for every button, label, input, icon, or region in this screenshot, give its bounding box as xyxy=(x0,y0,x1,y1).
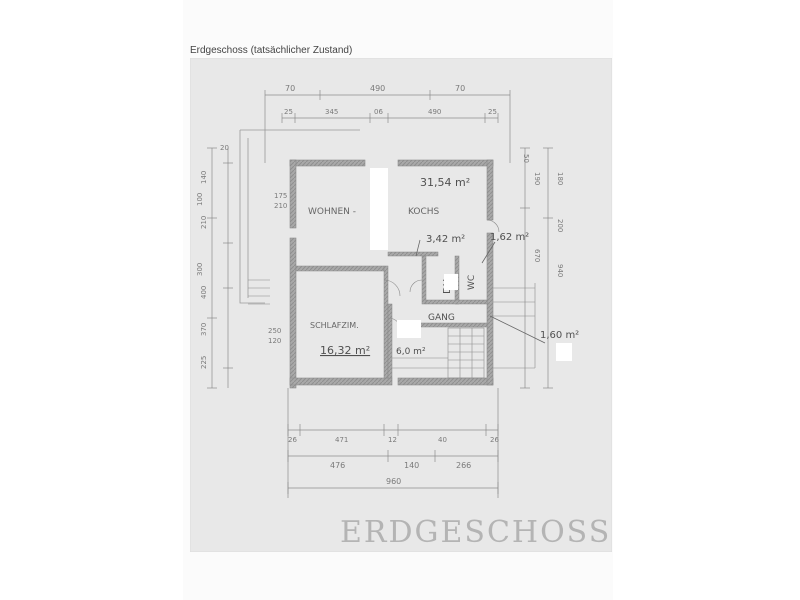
dim-top-6: 06 xyxy=(374,108,383,116)
dim-top-7: 490 xyxy=(428,108,441,116)
dim-room-4: 120 xyxy=(268,337,281,345)
drawing-caption: Erdgeschoss (tatsächlicher Zustand) xyxy=(190,45,353,56)
dim-bottom-8: 266 xyxy=(456,461,471,470)
dim-right-6: 940 xyxy=(556,264,564,277)
room-wc-label: WC xyxy=(467,275,477,290)
dim-room-1: 175 xyxy=(274,192,287,200)
room-wc-area: 1,62 m² xyxy=(490,232,529,243)
dim-top-1: 70 xyxy=(285,84,295,93)
plan-title: ERDGESCHOSS xyxy=(340,515,611,550)
left-dimension-chains xyxy=(207,147,233,389)
top-dimension-chains xyxy=(264,90,511,163)
dim-bottom-total: 960 xyxy=(386,477,401,486)
room-bedroom-area: 16,32 m² xyxy=(320,344,370,357)
dim-left-3: 300 xyxy=(196,263,204,276)
dim-right-1: 50 xyxy=(522,154,530,163)
right-extension xyxy=(493,283,536,369)
dim-top-5: 345 xyxy=(325,108,338,116)
dim-bottom-3: 12 xyxy=(388,436,397,444)
dim-right-5: 200 xyxy=(556,219,564,232)
dim-left-7: 370 xyxy=(200,323,208,336)
terrace-outline xyxy=(239,129,360,304)
dim-left-5: 210 xyxy=(200,216,208,229)
floor-plan-sheet: 70 490 70 25 345 06 490 25 xyxy=(190,58,612,552)
dim-left-2: 100 xyxy=(196,193,204,206)
room-living-area: 31,54 m² xyxy=(420,176,470,189)
room-ext-area: 1,60 m² xyxy=(540,330,579,341)
dim-left-8: 225 xyxy=(200,356,208,369)
dim-bottom-2: 471 xyxy=(335,436,348,444)
floor-plan-drawing: 70 490 70 25 345 06 490 25 xyxy=(190,58,612,552)
right-dimension-chains xyxy=(520,147,553,389)
staircase xyxy=(392,327,485,379)
entrance-steps xyxy=(248,279,270,305)
dim-bottom-4: 40 xyxy=(438,436,447,444)
dim-top-8: 25 xyxy=(488,108,497,116)
room-living-label-a: WOHNEN - xyxy=(308,207,356,217)
dim-bottom-6: 476 xyxy=(330,461,345,470)
dim-bottom-1: 26 xyxy=(288,436,297,444)
room-hall-area: 6,0 m² xyxy=(396,347,426,357)
annotation-arrows xyxy=(415,239,546,344)
dim-left-6: 400 xyxy=(200,286,208,299)
bottom-dimension-chains xyxy=(287,388,499,498)
dim-room-2: 210 xyxy=(274,202,287,210)
dim-bottom-5: 26 xyxy=(490,436,499,444)
dim-top-4: 25 xyxy=(284,108,293,116)
dim-left-4: 140 xyxy=(200,171,208,184)
dim-top-2: 490 xyxy=(370,84,385,93)
room-bedroom-label: SCHLAFZIM. xyxy=(310,321,359,330)
dim-right-2: 190 xyxy=(533,172,541,185)
dim-right-4: 180 xyxy=(556,172,564,185)
paper-background xyxy=(190,58,612,552)
dim-bottom-7: 140 xyxy=(404,461,419,470)
dim-top-3: 70 xyxy=(455,84,465,93)
redaction-blocks xyxy=(370,168,572,361)
dim-room-3: 250 xyxy=(268,327,281,335)
interior-walls xyxy=(295,251,488,379)
room-shower-area: 3,42 m² xyxy=(426,234,465,245)
exterior-walls xyxy=(289,159,494,389)
dim-left-1: 20 xyxy=(220,144,229,152)
room-living-label-b: KOCHS xyxy=(408,207,440,217)
room-hall-label: GANG xyxy=(428,313,455,323)
dim-right-3: 670 xyxy=(533,249,541,262)
